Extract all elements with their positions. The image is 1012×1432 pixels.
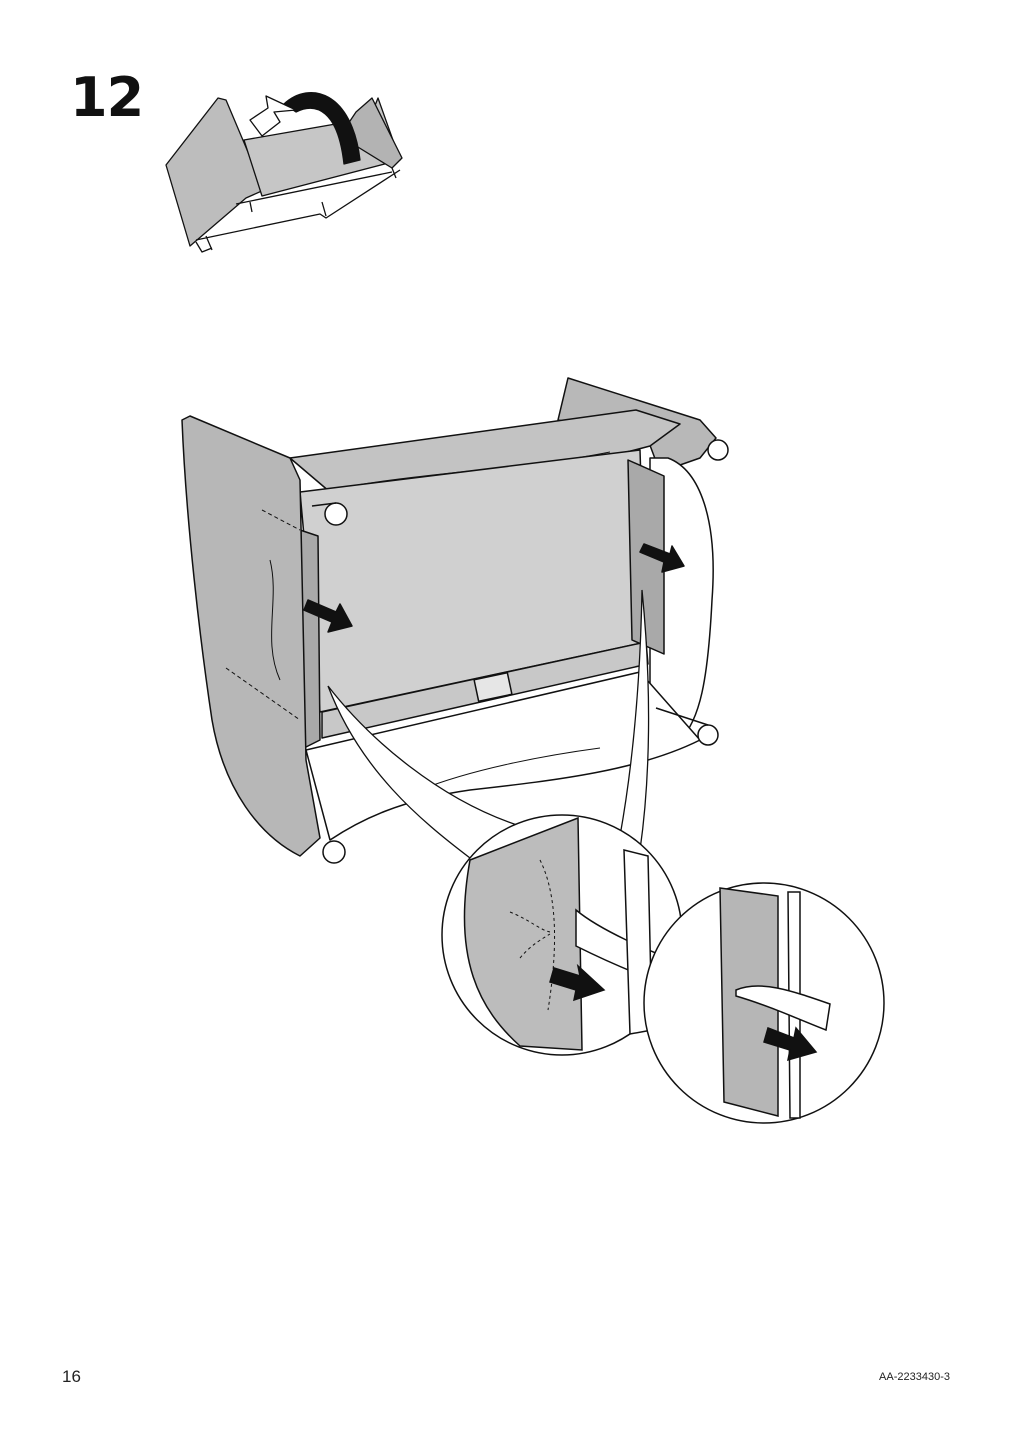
flip-overview-figure: [165, 92, 403, 253]
pull-arrow-detail-right-icon: [763, 1026, 818, 1062]
page-number: 16: [62, 1367, 81, 1386]
pull-arrow-right-icon: [639, 543, 685, 573]
curved-flip-arrow-icon: [283, 92, 361, 165]
sofa-main-figure: [181, 377, 729, 864]
step-number: 12: [70, 66, 144, 129]
pull-arrow-left-icon: [303, 599, 353, 633]
detail-circle-right: [643, 882, 885, 1124]
document-code: AA-2233430-3: [879, 1371, 950, 1383]
pull-arrow-detail-left-icon: [549, 963, 606, 1002]
detail-circle-left: [441, 814, 683, 1056]
flip-arrow-head-icon: [249, 95, 297, 137]
